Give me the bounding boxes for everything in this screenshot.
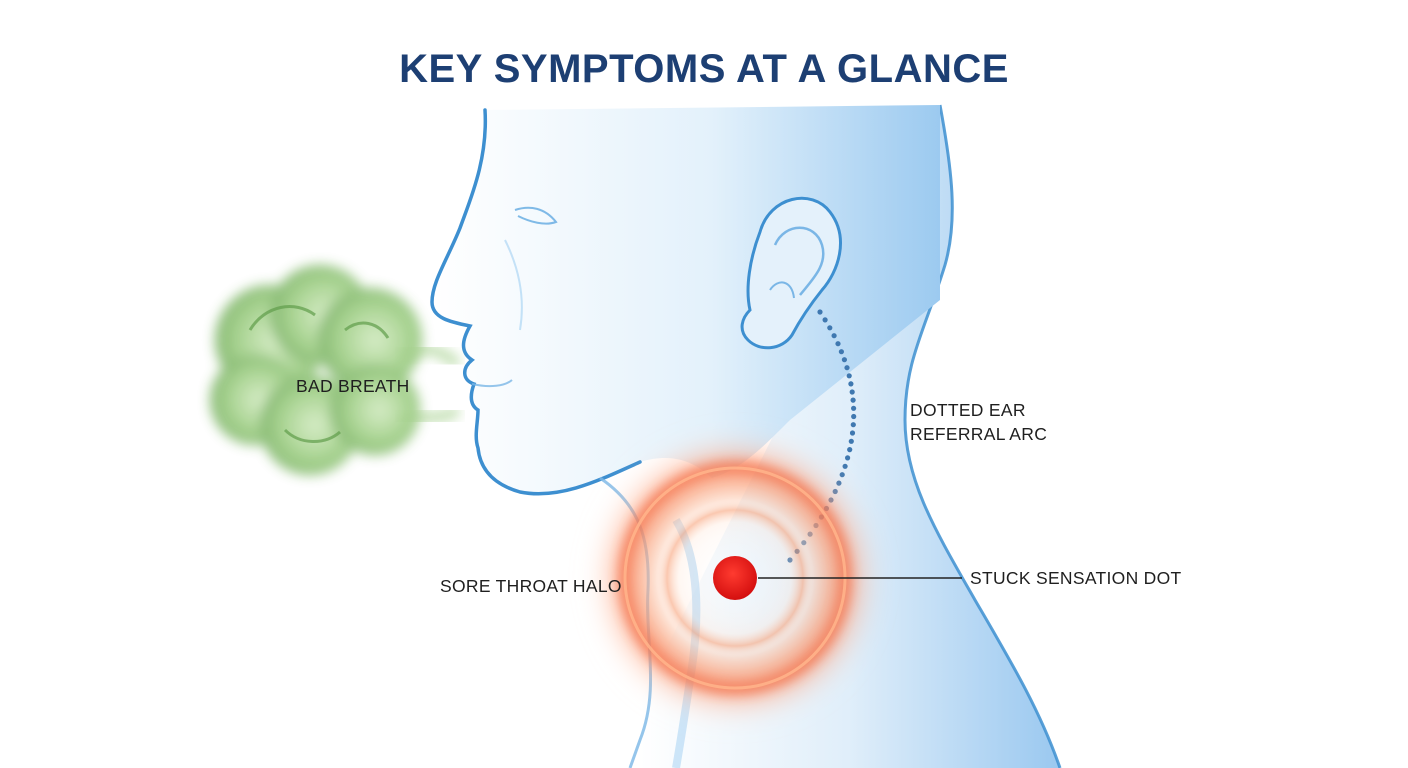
ear-arc-dot [846, 373, 852, 379]
ear-arc-dot [849, 430, 856, 436]
red-dot-icon [713, 556, 757, 600]
bad-breath-label: BAD BREATH [296, 376, 410, 396]
ear-arc-dot [838, 349, 845, 355]
ear-arc-dot [851, 405, 857, 411]
ear-arc-dot [842, 463, 848, 469]
diagram-title: KEY SYMPTOMS AT A GLANCE [399, 47, 1009, 91]
ear-arc-dot [844, 365, 850, 371]
ear-arc-dot [831, 333, 837, 339]
breath-cloud-icon [210, 265, 460, 475]
mouth-line [471, 379, 513, 388]
ear-arc-dot [817, 309, 823, 315]
ear-arc-dot [841, 357, 848, 363]
ear-arc-dot [827, 325, 833, 331]
ear-arc-dot [850, 422, 856, 428]
eye-line [514, 206, 558, 225]
ear-arc-dot [822, 317, 828, 323]
ear-arc-dot [839, 472, 845, 478]
ear-arc-dot [835, 341, 841, 347]
ear-arc-dot [848, 438, 854, 444]
ear-arc-dot [845, 455, 851, 461]
face-outline [430, 108, 642, 496]
ear-arc-dot [850, 397, 856, 403]
cheek-line [504, 239, 523, 331]
neck-back-outline [903, 104, 1062, 768]
ear-icon [740, 196, 842, 350]
ear-arc-dot [847, 447, 853, 453]
ear-arc-dot [848, 381, 854, 387]
sore-throat-label: SORE THROAT HALO [440, 576, 622, 596]
stuck-dot-label: STUCK SENSATION DOT [970, 568, 1182, 588]
ear-arc-label-line1: DOTTED EAR [910, 400, 1026, 420]
ear-arc-dot [849, 389, 855, 395]
ear-arc-label-line2: REFERRAL ARC [910, 424, 1047, 444]
ear-arc-dot [851, 413, 857, 420]
